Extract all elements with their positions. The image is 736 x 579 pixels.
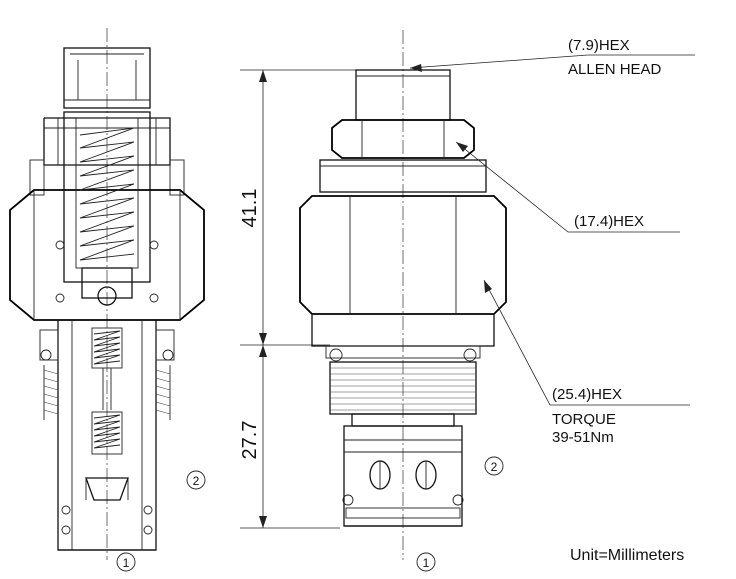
port-2-left-number: 2 (193, 474, 200, 488)
exterior-view (299, 30, 507, 560)
dimension-lower-label: 27.7 (239, 421, 261, 460)
leader-lines (409, 54, 695, 406)
dimension-lines (240, 69, 420, 529)
port-1-left-number: 1 (123, 556, 130, 570)
port-1-right-number: 1 (423, 556, 430, 570)
hex-large-label: (25.4)HEX (552, 386, 622, 403)
dimension-upper-label: 41.1 (239, 189, 261, 228)
port-marker-2-right: 2 (484, 456, 504, 476)
port-marker-1-left: 1 (116, 552, 136, 572)
unit-label: Unit=Millimeters (570, 547, 684, 564)
port-marker-2-left: 2 (186, 470, 206, 490)
thread-hatch-left (43, 369, 171, 415)
sectional-view (9, 28, 205, 560)
hex-small-label: (17.4)HEX (574, 213, 644, 230)
port-marker-1-right: 1 (416, 552, 436, 572)
torque-label: TORQUE (552, 411, 616, 428)
allen-head-label: ALLEN HEAD (568, 61, 662, 78)
allen-hex-label: (7.9)HEX (568, 37, 630, 54)
thread-lines-right (330, 367, 476, 411)
port-2-right-number: 2 (491, 460, 498, 474)
torque-value-label: 39-51Nm (552, 429, 614, 446)
